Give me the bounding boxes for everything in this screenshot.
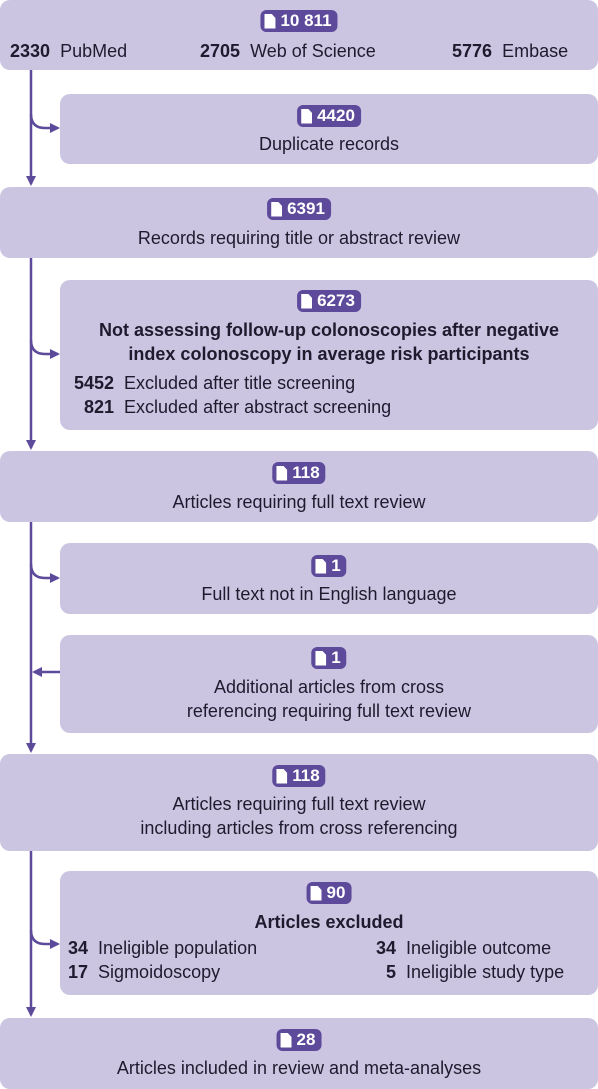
document-icon — [315, 650, 327, 666]
count-badge: 6391 — [267, 198, 331, 220]
duplicates-box: 4420 Duplicate records — [60, 94, 598, 164]
identification-box: 10 811 2330 PubMed 2705 Web of Science 5… — [0, 0, 598, 70]
source-embase: 5776 Embase — [452, 41, 569, 61]
full-text-total-line-1: Articles requiring full text review — [172, 794, 426, 814]
count-badge: 118 — [272, 765, 326, 787]
identification-count: 10 811 — [280, 11, 332, 30]
screen-excluded-title: 5452 Excluded after title screening — [73, 373, 356, 393]
document-icon — [310, 885, 322, 901]
document-icon — [276, 768, 288, 784]
screen-excluded-heading-2: index colonoscopy in average risk partic… — [128, 344, 530, 364]
document-icon — [271, 201, 283, 217]
not-english-box: 1 Full text not in English language — [60, 543, 598, 614]
document-icon — [301, 108, 313, 124]
included-label: Articles included in review and meta-ana… — [116, 1058, 482, 1078]
document-icon — [276, 465, 288, 481]
count-badge: 118 — [272, 462, 326, 484]
flow-arrow-branch-duplicates — [29, 113, 60, 133]
flow-arrow-branch-excluded — [29, 929, 60, 949]
screening-label: Records requiring title or abstract revi… — [137, 228, 461, 248]
cross-ref-line-1: Additional articles from cross — [213, 677, 445, 697]
not-english-label: Full text not in English language — [201, 584, 457, 604]
excluded-box: 90 Articles excluded 34 Ineligible popul… — [60, 871, 598, 995]
excluded-item-population: 34 Ineligible population — [68, 938, 258, 958]
duplicates-label: Duplicate records — [258, 134, 400, 154]
source-web-of-science: 2705 Web of Science — [200, 41, 376, 61]
screening-box: 6391 Records requiring title or abstract… — [0, 187, 598, 258]
cross-ref-box: 1 Additional articles from cross referen… — [60, 635, 598, 733]
flow-arrow-branch-not-english — [29, 563, 60, 583]
full-text-label: Articles requiring full text review — [172, 492, 426, 512]
full-text-total-box: 118 Articles requiring full text review … — [0, 754, 598, 851]
flow-arrow-branch-screen-excluded — [29, 339, 60, 359]
excluded-item-outcome: 34 Ineligible outcome — [375, 938, 552, 958]
document-icon — [315, 558, 327, 574]
screen-excluded-box: 6273 Not assessing follow-up colonoscopi… — [60, 280, 598, 430]
full-text-total-line-2: including articles from cross referencin… — [140, 818, 458, 838]
count-badge: 28 — [276, 1029, 322, 1051]
excluded-heading: Articles excluded — [254, 912, 404, 932]
count-badge: 10 811 — [260, 10, 338, 32]
screen-excluded-abstract: 821 Excluded after abstract screening — [83, 397, 392, 417]
excluded-item-study-type: 5 Ineligible study type — [385, 962, 565, 982]
full-text-box: 118 Articles requiring full text review — [0, 451, 598, 522]
document-icon — [264, 13, 276, 29]
included-box: 28 Articles included in review and meta-… — [0, 1018, 598, 1089]
count-badge: 1 — [311, 555, 347, 577]
source-pubmed: 2330 PubMed — [10, 41, 128, 61]
screen-excluded-heading-1: Not assessing follow-up colonoscopies af… — [98, 320, 560, 340]
count-badge: 90 — [306, 882, 352, 904]
document-icon — [280, 1032, 292, 1048]
document-icon — [301, 293, 313, 309]
cross-ref-line-2: referencing requiring full text review — [186, 701, 472, 721]
excluded-item-sigmoidoscopy: 17 Sigmoidoscopy — [68, 962, 221, 982]
count-badge: 1 — [311, 647, 347, 669]
count-badge: 6273 — [297, 290, 361, 312]
count-badge: 4420 — [297, 105, 361, 127]
